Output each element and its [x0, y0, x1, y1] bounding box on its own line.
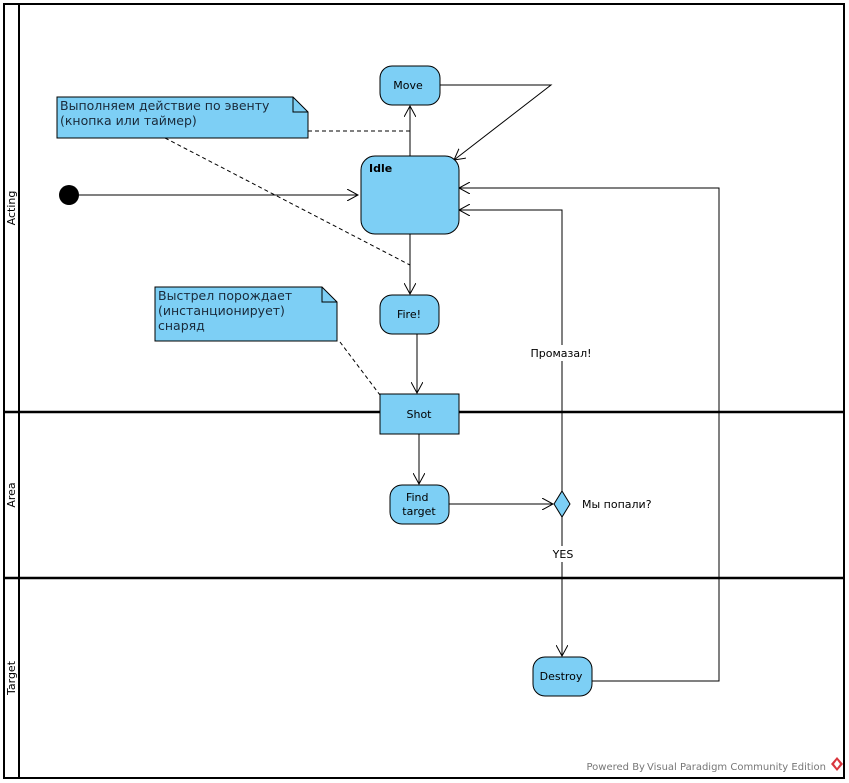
initial-node[interactable]: [59, 185, 79, 205]
state-idle-label: Idle: [369, 162, 392, 175]
action-fire[interactable]: Fire!: [379, 294, 440, 335]
yes-label-bg: [550, 546, 576, 562]
action-find-target[interactable]: Find target: [389, 484, 450, 525]
lane-label-target: Target: [5, 660, 18, 696]
note-event[interactable]: Выполняем действие по эвенту (кнопка или…: [56, 96, 309, 139]
state-idle[interactable]: Idle: [360, 155, 460, 235]
action-move-label: Move: [393, 79, 423, 92]
edge-decision-miss-to-idle: [459, 210, 563, 493]
action-destroy[interactable]: Destroy: [532, 656, 593, 697]
action-find-target-label: Find target: [402, 491, 436, 518]
lane-label-area: Area: [5, 482, 18, 507]
lane-label-acting: Acting: [5, 191, 18, 226]
note-anchor-event-to-fire-edge: [164, 137, 411, 266]
note-shot[interactable]: Выстрел порождает (инстанционирует) снар…: [154, 286, 338, 342]
edge-label-miss: Промазал!: [530, 347, 591, 360]
action-destroy-label: Destroy: [540, 670, 583, 683]
edge-move-to-idle: [440, 84, 553, 160]
footer-credit: Powered By Visual Paradigm Community Edi…: [587, 762, 827, 773]
action-fire-label: Fire!: [397, 308, 421, 321]
decision-node[interactable]: [553, 490, 571, 518]
object-shot-label: Shot: [407, 408, 433, 421]
action-move[interactable]: Move: [379, 65, 441, 106]
edge-label-yes: YES: [552, 548, 574, 561]
visual-paradigm-logo-icon: [831, 757, 843, 771]
note-event-text: Выполняем действие по эвенту (кнопка или…: [60, 98, 273, 128]
edge-destroy-to-idle: [459, 188, 720, 682]
note-shot-text: Выстрел порождает (инстанционирует) снар…: [158, 288, 296, 333]
miss-label-bg: [528, 345, 596, 361]
decision-question: Мы попали?: [582, 498, 652, 511]
object-shot[interactable]: Shot: [379, 393, 460, 435]
